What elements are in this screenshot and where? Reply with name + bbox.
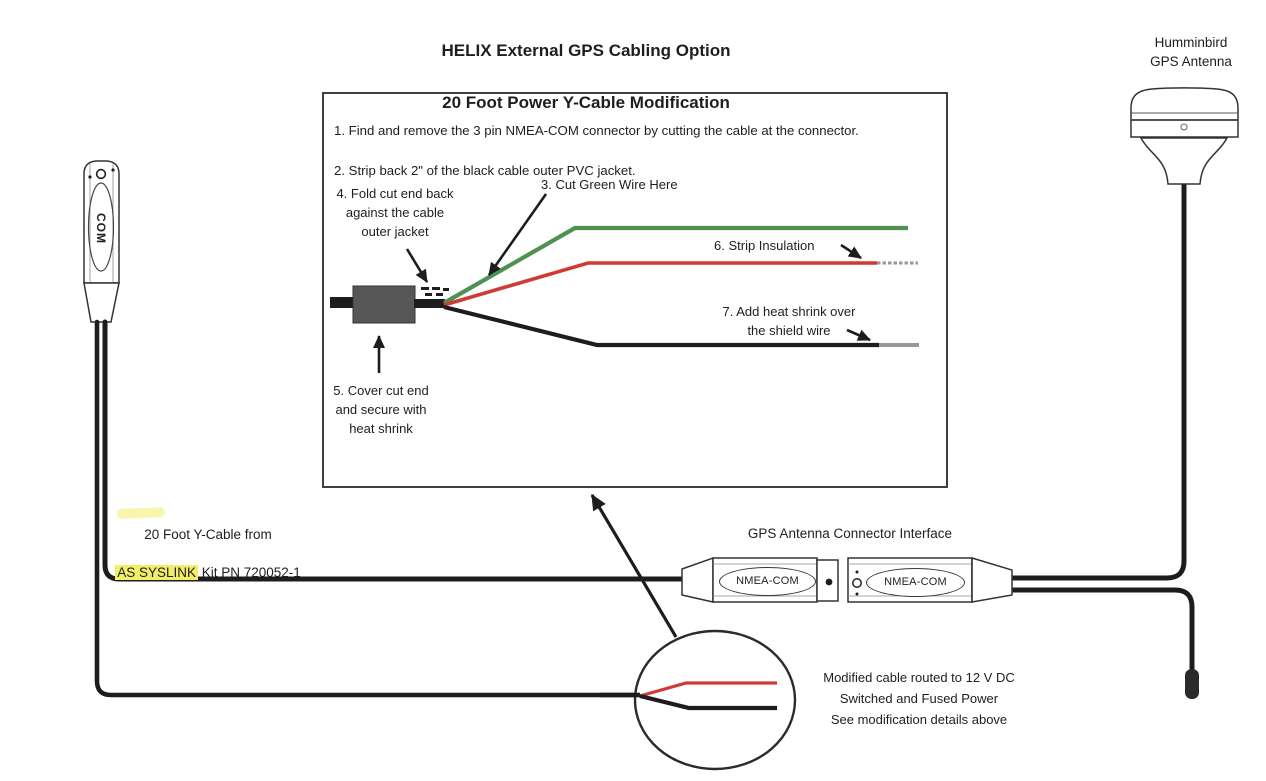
- ycable-label-line1: 20 Foot Y-Cable from: [144, 527, 272, 542]
- green-wire: [442, 225, 908, 305]
- heat-shrink-block: [352, 285, 416, 324]
- red-wire: [443, 261, 877, 307]
- nmea-com-label-left: NMEA-COM: [719, 567, 816, 596]
- cable-end-cap: [1185, 669, 1199, 699]
- y-cable-runs: [94, 181, 1195, 698]
- step-2-text: 2. Strip back 2" of the black cable oute…: [334, 163, 636, 178]
- step-3-label: 3. Cut Green Wire Here: [541, 177, 678, 192]
- step-4-label: 4. Fold cut end back against the cable o…: [336, 186, 454, 239]
- detail-red-wire: [639, 681, 777, 698]
- antenna-label: Humminbird GPS Antenna: [1150, 35, 1232, 69]
- ycable-power-leg: [94, 319, 643, 698]
- step-6-label: 6. Strip Insulation: [714, 238, 815, 253]
- modification-drawing: [330, 193, 919, 373]
- ycable-part-number: Kit PN 720052-1: [197, 565, 301, 580]
- connector-keyway-icon: [852, 578, 862, 588]
- instruction-box-border: [322, 92, 948, 488]
- com-connector-keyway-icon: [95, 168, 107, 180]
- power-lead: [1009, 587, 1195, 672]
- step7-arrow: [846, 328, 871, 342]
- step-7-label: 7. Add heat shrink over the shield wire: [722, 304, 856, 338]
- gps-antenna-illustration: [1130, 87, 1239, 185]
- instruction-steps: 1. Find and remove the 3 pin NMEA-COM co…: [334, 101, 934, 201]
- step3-arrow: [487, 193, 548, 276]
- callout-arrow: [590, 493, 678, 638]
- antenna-cable: [1009, 181, 1187, 581]
- com-connector-illustration: [83, 160, 120, 323]
- step-5-label: 5. Cover cut end and secure with heat sh…: [333, 383, 429, 436]
- detail-black-wire: [639, 693, 777, 711]
- shield-wire: [443, 304, 879, 348]
- step-1-text: 1. Find and remove the 3 pin NMEA-COM co…: [334, 123, 859, 138]
- step4-arrow: [405, 248, 429, 283]
- step6-arrow: [840, 243, 862, 260]
- page-title-line1: HELIX External GPS Cabling Option: [441, 41, 731, 60]
- connector-pin-dot-icon: [825, 578, 833, 586]
- page-title-line2: 20 Foot Power Y-Cable Modification: [442, 93, 730, 112]
- power-detail-circle: [600, 629, 797, 771]
- connector-interface-label: GPS Antenna Connector Interface: [747, 526, 953, 541]
- power-routing-note: Modified cable routed to 12 V DC Switche…: [823, 670, 1015, 727]
- ycable-highlighted-text: AS SYSLINK: [115, 565, 198, 580]
- folded-shield-dashes: [421, 287, 449, 296]
- ycable-label: 20 Foot Y-Cable from AS SYSLINK Kit PN 7…: [113, 506, 303, 601]
- nmea-com-label-right: NMEA-COM: [866, 568, 965, 597]
- com-connector-label: COM: [94, 212, 108, 244]
- page-title: HELIX External GPS Cabling Option 20 Foo…: [430, 12, 742, 142]
- ycable-label-line2: AS SYSLINK Kit PN 720052-1: [113, 563, 303, 582]
